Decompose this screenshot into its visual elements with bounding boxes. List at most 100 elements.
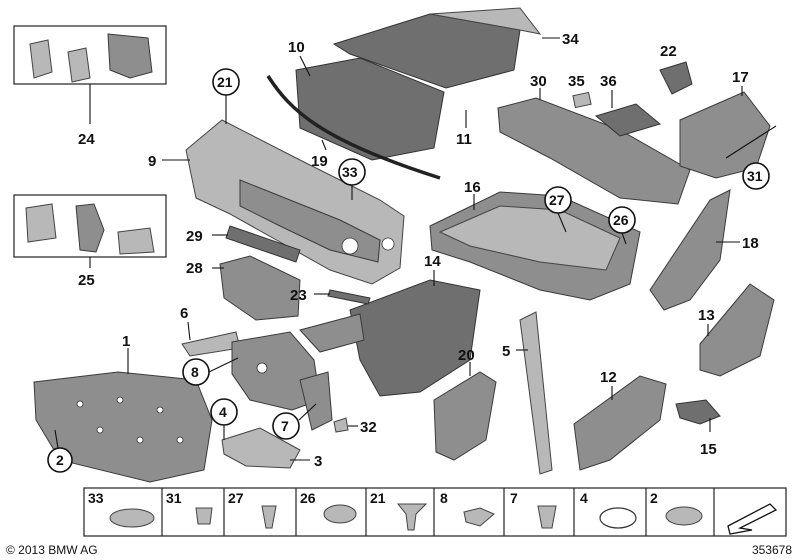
part-1-floor-insulation: 1 — [33, 333, 213, 483]
callout-30: 30 — [530, 73, 547, 90]
callout-7-circled: 7 — [272, 403, 317, 440]
callout-29: 29 — [186, 228, 203, 245]
fastener-2-icon — [665, 506, 703, 526]
svg-text:7: 7 — [281, 418, 289, 434]
part-14-tunnel: 14 — [299, 253, 481, 397]
fastener-4-icon — [599, 507, 637, 529]
part-12: 12 — [573, 369, 667, 471]
svg-text:26: 26 — [613, 212, 629, 228]
strip-label-8: 2 — [650, 490, 658, 506]
svg-text:4: 4 — [219, 404, 227, 420]
callout-11: 11 — [456, 131, 472, 148]
group-box-24: 24 — [13, 25, 167, 148]
callout-25: 25 — [78, 272, 95, 289]
callout-17: 17 — [732, 69, 749, 86]
strip-label-7: 4 — [580, 490, 588, 506]
callout-10: 10 — [288, 39, 305, 56]
callout-13: 13 — [698, 307, 715, 324]
part-16-floor-panel: 16 — [429, 179, 641, 301]
part-23: 23 — [290, 287, 371, 305]
part-35: 35 — [568, 73, 592, 109]
insulation-piece-25c — [117, 227, 155, 255]
part-17-wheel-arch: 17 — [679, 69, 777, 179]
callout-19: 19 — [311, 153, 328, 170]
callout-12: 12 — [600, 369, 617, 386]
insulation-piece-24b — [67, 47, 91, 83]
part-5-strut: 5 — [502, 311, 553, 475]
svg-text:21: 21 — [217, 74, 233, 90]
part-11-hood-insulation — [295, 7, 542, 161]
part-6-bracket: 6 — [180, 305, 241, 357]
callout-36: 36 — [600, 73, 617, 90]
strip-label-5: 8 — [440, 490, 448, 506]
callout-23: 23 — [290, 287, 307, 304]
fastener-33-icon — [109, 508, 155, 528]
callout-5: 5 — [502, 343, 510, 360]
part-22: 22 — [659, 43, 693, 95]
insulation-piece-25b — [75, 203, 105, 253]
insulation-piece-24a — [29, 39, 53, 79]
callout-14: 14 — [424, 253, 441, 270]
strip-label-1: 31 — [166, 490, 182, 506]
callout-2-circled: 2 — [47, 429, 73, 473]
part-28: 28 — [186, 255, 301, 321]
callout-28: 28 — [186, 260, 203, 277]
callout-34: 34 — [562, 31, 579, 48]
callout-4-circled: 4 — [210, 398, 238, 440]
strip-label-0: 33 — [88, 490, 104, 506]
fastener-strip: 33 31 27 26 21 8 7 4 2 — [83, 487, 787, 537]
callout-16: 16 — [464, 179, 481, 196]
copyright-text: © 2013 BMW AG — [6, 543, 98, 557]
callout-32: 32 — [360, 419, 377, 436]
fastener-7-icon — [537, 505, 557, 529]
strip-label-4: 21 — [370, 490, 386, 506]
svg-text:2: 2 — [56, 452, 64, 468]
svg-text:31: 31 — [747, 168, 763, 184]
insulation-piece-25a — [25, 203, 57, 243]
svg-text:27: 27 — [549, 192, 565, 208]
fastener-26-icon — [323, 504, 357, 524]
part-3-plate: 3 — [221, 427, 322, 470]
callout-26-circled: 26 — [608, 206, 636, 245]
part-20: 20 — [433, 347, 497, 461]
callout-22: 22 — [660, 43, 677, 60]
part-15: 15 — [675, 399, 721, 458]
svg-text:8: 8 — [191, 364, 199, 380]
callout-6: 6 — [180, 305, 188, 322]
callout-1: 1 — [122, 333, 130, 350]
svg-text:33: 33 — [342, 164, 358, 180]
callout-15: 15 — [700, 441, 717, 458]
part-29: 29 — [186, 225, 301, 263]
callout-31-circled: 31 — [742, 162, 770, 190]
fastener-27-icon — [261, 505, 277, 529]
part-7-panel — [299, 371, 333, 431]
document-number: 353678 — [751, 543, 792, 557]
callout-35: 35 — [568, 73, 585, 90]
callout-3: 3 — [314, 453, 322, 470]
part-13: 13 — [698, 283, 775, 377]
fastener-21-icon — [396, 503, 428, 531]
part-30-rear-panel: 30 — [497, 73, 691, 205]
group-box-25: 25 — [13, 194, 167, 289]
callout-24: 24 — [78, 131, 95, 148]
callout-20: 20 — [458, 347, 475, 364]
part-18-pillar: 18 — [649, 189, 759, 311]
part-9-bulkhead: 9 — [148, 119, 405, 285]
direction-arrow-icon — [727, 503, 778, 535]
strip-label-3: 26 — [300, 490, 316, 506]
strip-label-2: 27 — [228, 490, 244, 506]
strip-label-6: 7 — [510, 490, 518, 506]
insulation-piece-24c — [107, 33, 153, 79]
callout-33-circled: 33 — [338, 158, 366, 200]
fastener-8-icon — [463, 507, 495, 527]
fastener-31-icon — [195, 507, 213, 525]
part-36-pad: 36 — [594, 73, 662, 137]
callout-9: 9 — [148, 153, 156, 170]
part-32-clip: 32 — [333, 417, 377, 436]
part-19-seal-strip — [266, 75, 441, 180]
callout-18: 18 — [742, 235, 759, 252]
callout-8-circled: 8 — [182, 357, 239, 386]
callout-27-circled: 27 — [544, 186, 572, 233]
callout-21-circled: 21 — [212, 68, 240, 124]
